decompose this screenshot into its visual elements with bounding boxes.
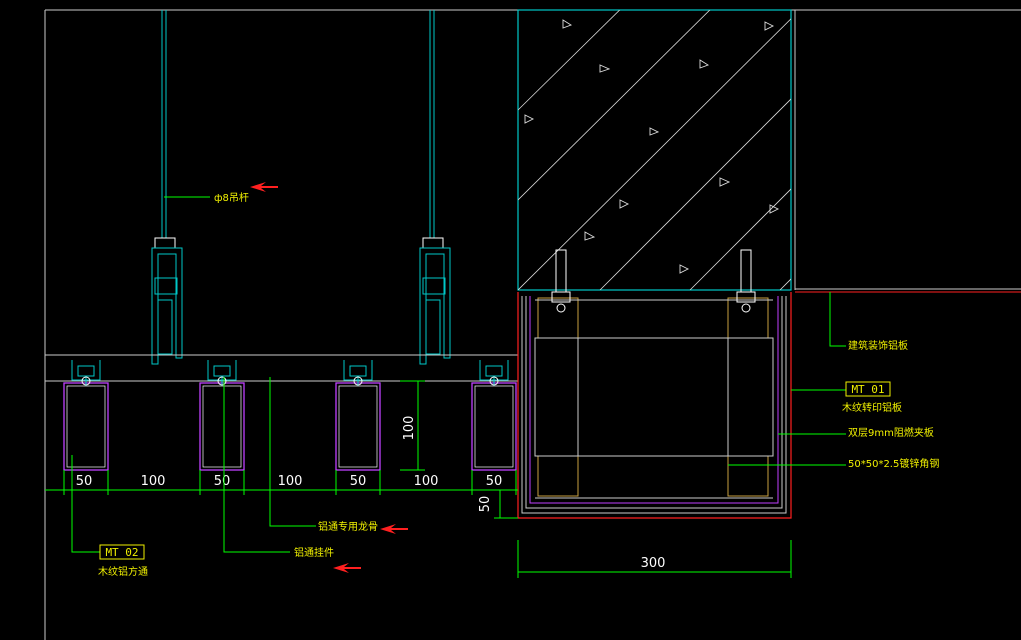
label-mt01-desc: 木纹转印铝板 — [842, 401, 902, 414]
slat-1 — [63, 360, 109, 471]
red-arrows — [250, 182, 408, 573]
hanger-rod-left — [151, 10, 183, 365]
tag-box-mt02 — [99, 544, 145, 560]
dim-gap-3: 100 — [414, 474, 439, 489]
dimension-texts: 50 100 50 100 50 100 50 100 50 300 — [76, 416, 666, 571]
slat-2 — [199, 360, 245, 471]
dimension-lines — [45, 380, 792, 578]
leader-lines — [71, 196, 846, 553]
label-light-keel: 铝通专用龙骨 — [318, 520, 378, 533]
dim-slat-width-2: 50 — [214, 474, 231, 489]
label-plywood: 双层9mm阻燃夹板 — [848, 426, 934, 439]
tag-mt01: MT 01 — [851, 383, 884, 396]
label-mt02-desc: 木纹铝方通 — [98, 565, 148, 578]
dim-box-width: 300 — [641, 556, 666, 571]
concrete-beam — [517, 9, 792, 291]
dim-slat-height: 100 — [402, 416, 417, 441]
dim-bottom: 50 — [478, 496, 493, 513]
label-aluminum-panel: 建筑装饰铝板 — [848, 339, 908, 352]
tag-box-mt01 — [845, 381, 891, 397]
label-angle-steel: 50*50*2.5镀锌角钢 — [848, 457, 939, 470]
hanger-rod-right — [419, 10, 451, 365]
dim-slat-width-3: 50 — [350, 474, 367, 489]
dim-slat-width-1: 50 — [76, 474, 93, 489]
slat-4 — [471, 360, 517, 471]
dim-gap-2: 100 — [278, 474, 303, 489]
dim-gap-1: 100 — [141, 474, 166, 489]
u-box-enclosure — [517, 249, 792, 519]
label-rod: ф8吊杆 — [214, 192, 249, 204]
aluminum-slats — [63, 360, 517, 471]
keel-channel — [45, 354, 518, 382]
tag-mt02: MT 02 — [105, 546, 138, 559]
label-hanger: 铝通挂件 — [294, 546, 334, 559]
dim-slat-width-4: 50 — [486, 474, 503, 489]
slat-3 — [335, 360, 381, 471]
